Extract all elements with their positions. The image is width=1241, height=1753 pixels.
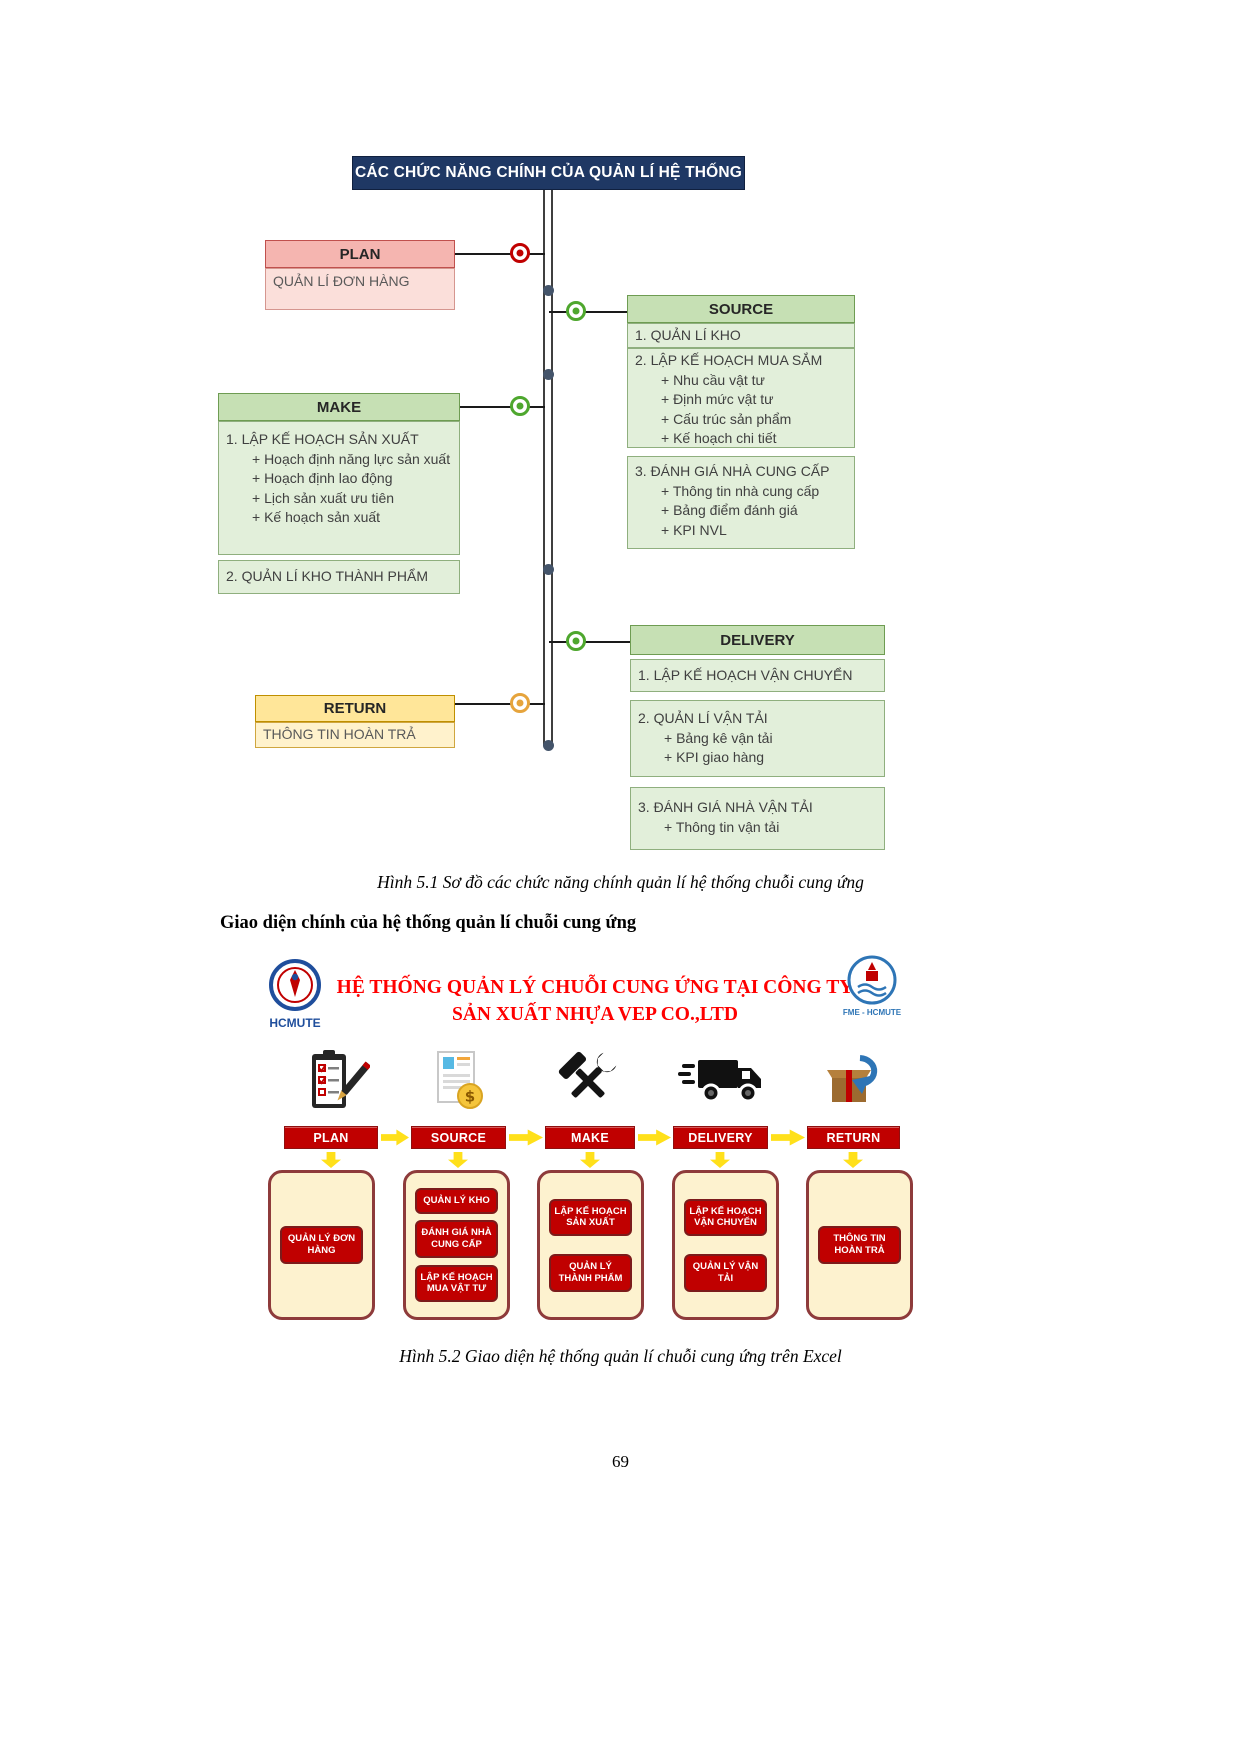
make-item-title: 1. LẬP KẾ HOẠCH SẢN XUẤT (226, 431, 419, 447)
source-item-title: 3. ĐÁNH GIÁ NHÀ CUNG CẤP (635, 463, 830, 479)
banner-title-line1: HỆ THỐNG QUẢN LÝ CHUỖI CUNG ỨNG TẠI CÔNG… (336, 977, 854, 998)
delivery-node-ring-icon (566, 631, 586, 651)
delivery-item-title: 3. ĐÁNH GIÁ NHÀ VẬN TẢI (638, 799, 813, 815)
make-tab-button[interactable]: MAKE (545, 1126, 635, 1149)
source-item-cell: 2. LẬP KẾ HOẠCH MUA SẮM + Nhu cầu vật tư… (627, 348, 855, 448)
delivery-item-cell: 3. ĐÁNH GIÁ NHÀ VẬN TẢI + Thông tin vận … (630, 787, 885, 850)
delivery-sub-item: + KPI giao hàng (664, 749, 765, 765)
make-sub-item: + Kế hoạch sản xuất (252, 509, 381, 525)
diagram-title: CÁC CHỨC NĂNG CHÍNH CỦA QUẢN LÍ HỆ THỐNG (352, 156, 745, 190)
make-sub-item: + Hoạch định năng lực sản xuất (252, 450, 451, 467)
return-box-item: THÔNG TIN HOÀN TRẢ (255, 722, 455, 748)
plan-connector-line (455, 253, 545, 255)
banner-title: HỆ THỐNG QUẢN LÝ CHUỖI CUNG ỨNG TẠI CÔNG… (330, 974, 860, 1028)
flow-arrow-down-icon (580, 1152, 600, 1168)
subfunction-button[interactable]: QUẢN LÝ KHO (414, 1187, 499, 1214)
dollar-glyph: $ (465, 1088, 475, 1106)
make-sub-item: + Hoạch định lao động (252, 470, 393, 486)
source-connector-line (549, 311, 627, 313)
source-sub-item: + Kế hoạch chi tiết (661, 430, 777, 446)
page-number: 69 (612, 1452, 629, 1471)
make-box-header: MAKE (218, 393, 460, 421)
subfunction-button[interactable]: LẬP KẾ HOẠCH VẬN CHUYỂN (683, 1198, 768, 1237)
subfunction-button[interactable]: QUẢN LÝ VẬN TẢI (683, 1253, 768, 1292)
delivery-item-cell: 2. QUẢN LÍ VẬN TẢI + Bảng kê vận tải + K… (630, 700, 885, 777)
source-sub-item: + Bảng điểm đánh giá (661, 502, 798, 518)
return-package-icon (818, 1044, 890, 1118)
source-sub-item: + Cấu trúc sản phẩm (661, 410, 792, 427)
hcmute-logo (268, 958, 322, 1012)
return-box-header: RETURN (255, 695, 455, 722)
figure-5-2-caption: Hình 5.2 Giao diện hệ thống quản lí chuỗ… (399, 1346, 842, 1366)
clipboard-checklist-pencil-icon (298, 1044, 372, 1118)
delivery-item-cell: 1. LẬP KẾ HOẠCH VẬN CHUYỂN (630, 659, 885, 692)
source-sub-item: + Thông tin nhà cung cấp (661, 482, 820, 499)
plan-box-item: QUẢN LÍ ĐƠN HÀNG (265, 268, 455, 310)
flow-arrow-right-icon (381, 1129, 409, 1146)
source-tab-button[interactable]: SOURCE (411, 1126, 506, 1149)
plan-node-ring-icon (510, 243, 530, 263)
subfunction-button[interactable]: LẬP KẾ HOẠCH SẢN XUẤT (548, 1198, 633, 1237)
source-sub-item: + Nhu cầu vật tư (661, 371, 765, 388)
invoice-dollar-icon: $ (424, 1046, 492, 1116)
plan-box-header: PLAN (265, 240, 455, 268)
source-box-header: SOURCE (627, 295, 855, 323)
make-connector-line (460, 406, 545, 408)
diagram-spine-line (543, 190, 553, 746)
make-sub-item: + Lịch sản xuất ưu tiên (252, 489, 395, 506)
make-panel: LẬP KẾ HOẠCH SẢN XUẤT QUẢN LÝ THÀNH PHẨM (537, 1170, 644, 1320)
subfunction-button[interactable]: ĐÁNH GIÁ NHÀ CUNG CẤP (414, 1220, 499, 1258)
spine-node-dot (543, 369, 554, 380)
flow-arrow-down-icon (448, 1152, 468, 1168)
subfunction-button[interactable]: THÔNG TIN HOÀN TRẢ (817, 1226, 902, 1264)
subfunction-button[interactable]: LẬP KẾ HOẠCH MUA VẬT TƯ (414, 1264, 499, 1303)
delivery-panel: LẬP KẾ HOẠCH VẬN CHUYỂN QUẢN LÝ VẬN TẢI (672, 1170, 779, 1320)
flow-arrow-right-icon (638, 1129, 671, 1146)
plan-panel: QUẢN LÝ ĐƠN HÀNG (268, 1170, 375, 1320)
return-tab-button[interactable]: RETURN (807, 1126, 900, 1149)
subfunction-button[interactable]: QUẢN LÝ THÀNH PHẨM (548, 1253, 633, 1292)
source-item-cell: 3. ĐÁNH GIÁ NHÀ CUNG CẤP + Thông tin nhà… (627, 456, 855, 549)
spine-node-dot (543, 285, 554, 296)
delivery-truck-icon (676, 1050, 768, 1112)
subfunction-button[interactable]: QUẢN LÝ ĐƠN HÀNG (279, 1226, 364, 1264)
source-item-title: 2. LẬP KẾ HOẠCH MUA SẮM (635, 352, 823, 368)
banner-title-line2: SẢN XUẤT NHỰA VEP CO.,LTD (451, 1004, 739, 1025)
flow-arrow-down-icon (321, 1152, 341, 1168)
source-panel: QUẢN LÝ KHO ĐÁNH GIÁ NHÀ CUNG CẤP LẬP KẾ… (403, 1170, 510, 1320)
make-item-cell: 2. QUẢN LÍ KHO THÀNH PHẨM (218, 560, 460, 594)
delivery-connector-line (549, 641, 630, 643)
delivery-box-header: DELIVERY (630, 625, 885, 655)
fme-logo-label: FME - HCMUTE (842, 1008, 902, 1017)
flow-arrow-right-icon (771, 1129, 805, 1146)
delivery-tab-button[interactable]: DELIVERY (673, 1126, 768, 1149)
flow-arrow-down-icon (843, 1152, 863, 1168)
source-item-cell: 1. QUẢN LÍ KHO (627, 323, 855, 348)
source-sub-item: + KPI NVL (661, 521, 727, 538)
spine-node-dot (543, 740, 554, 751)
hcmute-logo-label: HCMUTE (269, 1016, 321, 1030)
return-panel: THÔNG TIN HOÀN TRẢ (806, 1170, 913, 1320)
spine-node-dot (543, 564, 554, 575)
fme-logo (846, 954, 898, 1006)
figure-5-1-caption: Hình 5.1 Sơ đồ các chức năng chính quản … (377, 872, 864, 892)
delivery-sub-item: + Bảng kê vận tải (664, 729, 773, 746)
make-node-ring-icon (510, 396, 530, 416)
source-node-ring-icon (566, 301, 586, 321)
return-node-ring-icon (510, 693, 530, 713)
section-heading: Giao diện chính của hệ thống quản lí chu… (220, 913, 637, 933)
delivery-sub-item: + Thông tin vận tải (664, 818, 780, 835)
delivery-item-title: 2. QUẢN LÍ VẬN TẢI (638, 710, 768, 726)
make-item-cell: 1. LẬP KẾ HOẠCH SẢN XUẤT + Hoạch định nă… (218, 421, 460, 555)
flow-arrow-down-icon (710, 1152, 730, 1168)
source-sub-item: + Định mức vật tư (661, 391, 774, 407)
wrench-hammer-icon (550, 1044, 626, 1118)
plan-tab-button[interactable]: PLAN (284, 1126, 378, 1149)
flow-arrow-right-icon (509, 1129, 543, 1146)
return-connector-line (455, 703, 545, 705)
